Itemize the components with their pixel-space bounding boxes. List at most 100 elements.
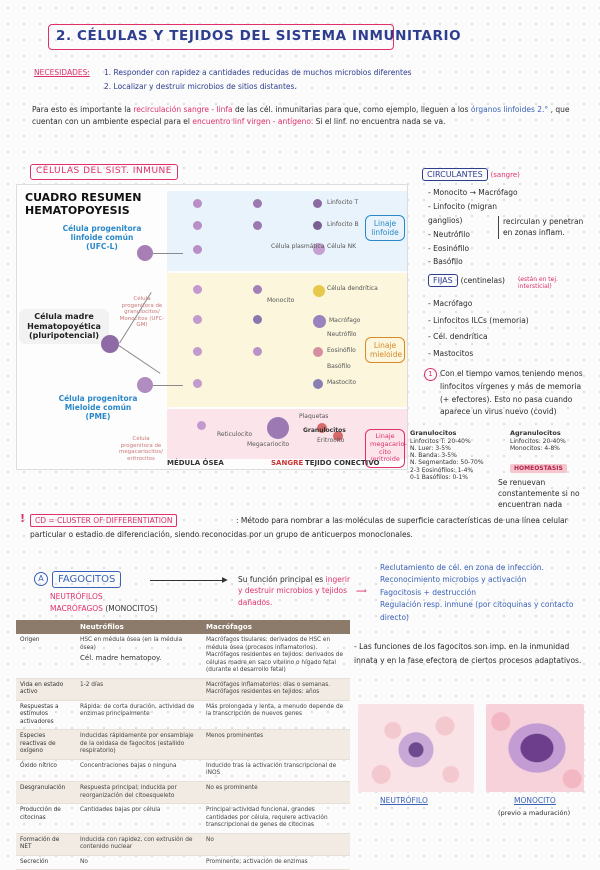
circulating-item: - Linfocito (migran ganglios) xyxy=(428,201,497,225)
fixed-item: - Macrófago xyxy=(428,299,473,308)
lineage-myeloid: Linaje mieloide xyxy=(365,337,405,363)
intro-encounter: encuentro linf virgen - antígeno. xyxy=(192,117,314,126)
table-row: Respuestas a estímulos activadores Rápid… xyxy=(16,700,350,731)
monocyte-label: MONOCITO xyxy=(514,796,556,805)
phagocyte-type-2-label: MACRÓFAGOS xyxy=(50,604,103,613)
mini-cell xyxy=(197,421,206,430)
cell-label: Mastocito xyxy=(327,379,356,386)
phagocyte-type-2: MACRÓFAGOS (MONOCITOS) xyxy=(50,604,158,613)
cell-label: Basófilo xyxy=(327,363,351,370)
table-row: Origen HSC en médula ósea (en la médula … xyxy=(16,634,350,679)
mini-cell xyxy=(193,315,202,324)
arrow-head-icon: ▶ xyxy=(222,575,228,584)
title-number: 2. xyxy=(56,28,72,44)
lineage-lymphoid: Linaje linfoide xyxy=(365,215,405,241)
agranulocyte-item: Linfocitos: 20-40% xyxy=(510,437,566,445)
clp-label: Célula progenitora linfoide común (UFC-L… xyxy=(62,224,142,251)
step-item: Regulación resp. inmune (por citoquinas … xyxy=(380,600,574,622)
fixed-side-note: (están en tej. intersticial) xyxy=(518,276,558,291)
granulocyte-item: N. Luer: 3-5% xyxy=(410,444,451,452)
mini-cell xyxy=(253,347,262,356)
fixed-item: - Linfocitos ILCs (memoria) xyxy=(428,315,529,325)
phagocytes-summary: - Las funciones de los fagocitos son imp… xyxy=(354,642,582,666)
cell-label: Célula NK xyxy=(327,243,357,250)
intro-p1: Para esto es importante la xyxy=(32,105,131,114)
bottom-tissue: TEJIDO CONECTIVO xyxy=(305,459,380,467)
fixed-label: FIJAS xyxy=(428,274,458,287)
cell-label: Célula plasmática xyxy=(271,243,325,250)
table-cell: Respuestas a estímulos activadores xyxy=(16,700,76,731)
erythrocyte-cell xyxy=(317,423,327,433)
table-header: Neutrófilos xyxy=(76,620,202,634)
title-box xyxy=(48,24,394,50)
agranulocytes-list: Agranulocitos Linfocitos: 20-40% Monocit… xyxy=(510,429,594,452)
granulocyte-item: 0-1 Basófilos: 0-1% xyxy=(410,473,468,481)
mini-cell xyxy=(313,221,322,230)
circulating-label: CIRCULANTES xyxy=(422,168,488,181)
stem-cell-label: Célula madre Hematopoyética (pluripotenc… xyxy=(19,309,109,344)
cell-label: Plaquetas xyxy=(299,413,329,420)
clp-cell xyxy=(137,245,153,261)
intro-recirc: recirculación sangre - linfa xyxy=(133,105,233,114)
table-cell: Macrófagos tisulares: derivados de HSC e… xyxy=(202,634,350,679)
intro-p4: Si el linf. no encuentra nada se va. xyxy=(315,117,446,126)
table-cell: Inducido tras la activación transcripcio… xyxy=(202,759,350,782)
table-cell: Respuesta principal; inducida por reorga… xyxy=(76,781,202,805)
neutrophil-label: NEUTRÓFILO xyxy=(380,796,428,805)
table-cell: Menos prominentes xyxy=(202,729,350,760)
step-item: Reconocimiento microbios y activación xyxy=(380,575,527,585)
mini-cell xyxy=(193,347,202,356)
lineage-mega: Linaje megacario-cito /eritroide xyxy=(365,429,407,469)
homeostasis-label: HOMEOSTASIS xyxy=(510,464,567,474)
granulocyte-item: 2-3 Eosinófilos: 1-4% xyxy=(410,466,474,474)
intro-paragraph: Para esto es importante la recirculación… xyxy=(32,104,572,128)
cd-mark: ! xyxy=(20,512,26,525)
cell-label: Megacariocito xyxy=(247,441,290,448)
cell-label: Monocito xyxy=(267,297,295,304)
phagocytes-steps: Reclutamiento de cél. en zona de infecci… xyxy=(380,562,592,624)
mini-cell xyxy=(313,243,325,255)
note-number: 1 xyxy=(424,368,437,381)
table-cell: Inducida con rapidez, con extrusión de c… xyxy=(76,833,202,856)
comparison-table: Neutrófilos Macrófagos Origen HSC en méd… xyxy=(16,620,350,870)
table-row: Especies reactivas de oxígeno Inducidas … xyxy=(16,729,350,760)
mini-cell xyxy=(253,221,262,230)
title-text: CÉLULAS Y TEJIDOS DEL SISTEMA INMUNITARI… xyxy=(77,28,462,44)
needs-label: NECESIDADES: xyxy=(34,68,90,77)
fixed-list: - Macrófago - Linfocitos ILCs (memoria) … xyxy=(428,296,588,362)
neutrophil-micrograph xyxy=(358,704,474,792)
mini-cell xyxy=(193,379,202,388)
granulocytes-list: Granulocitos Linfocitos T: 20-40% N. Lue… xyxy=(410,429,500,481)
granulocytes-box: Granulocitos xyxy=(303,427,383,434)
intro-p2: de las cél. inmunitarias para que, como … xyxy=(235,105,469,114)
pme-cell xyxy=(137,377,153,393)
branch-line xyxy=(153,385,183,386)
steps-arrow-icon: ⟹ xyxy=(356,586,367,595)
table-cell: Desgranulación xyxy=(16,781,76,805)
table-row: Formación de NET Inducida con rapidez, c… xyxy=(16,833,350,856)
table-cell: Producción de citocinas xyxy=(16,803,76,834)
function-highlight: ingerir y destruir microbios y tejidos d… xyxy=(238,575,351,607)
mini-cell xyxy=(193,245,202,254)
origin-note: Cél. madre hematopoy. xyxy=(80,654,162,663)
cell-label: Linfocito B xyxy=(327,221,359,228)
stem-cell xyxy=(101,335,119,353)
mini-cell xyxy=(193,199,202,208)
phagocytes-number: A xyxy=(34,572,48,586)
note-text: Con el tiempo vamos teniendo menos linfo… xyxy=(440,369,583,417)
fixed-item: - Cél. dendrítica xyxy=(428,332,488,341)
pme-label: Célula progenitora Mieloide común (PME) xyxy=(58,394,138,421)
gmp-label: Célula progenitora de granulocitos/ Mono… xyxy=(120,296,165,329)
table-row: Secreción No Prominente; activación de e… xyxy=(16,855,350,870)
needs-item-1: 1. Responder con rapidez a cantidades re… xyxy=(104,68,412,77)
mini-cell xyxy=(253,199,262,208)
cd-label: CD = CLUSTER OF DIFFERENTIATION xyxy=(30,514,178,528)
table-row: Vida en estado activo 1-2 días Macrófago… xyxy=(16,678,350,701)
table-cell: Especies reactivas de oxígeno xyxy=(16,729,76,760)
table-cell: No xyxy=(76,855,202,870)
table-cell: No xyxy=(202,833,350,856)
table-cell: Vida en estado activo xyxy=(16,678,76,701)
step-item: Fagocitosis + destrucción xyxy=(380,587,476,597)
cell-label: Célula dendrítica xyxy=(327,285,378,292)
homeostasis-text: Se renuevan constantemente si no encuent… xyxy=(498,478,580,509)
